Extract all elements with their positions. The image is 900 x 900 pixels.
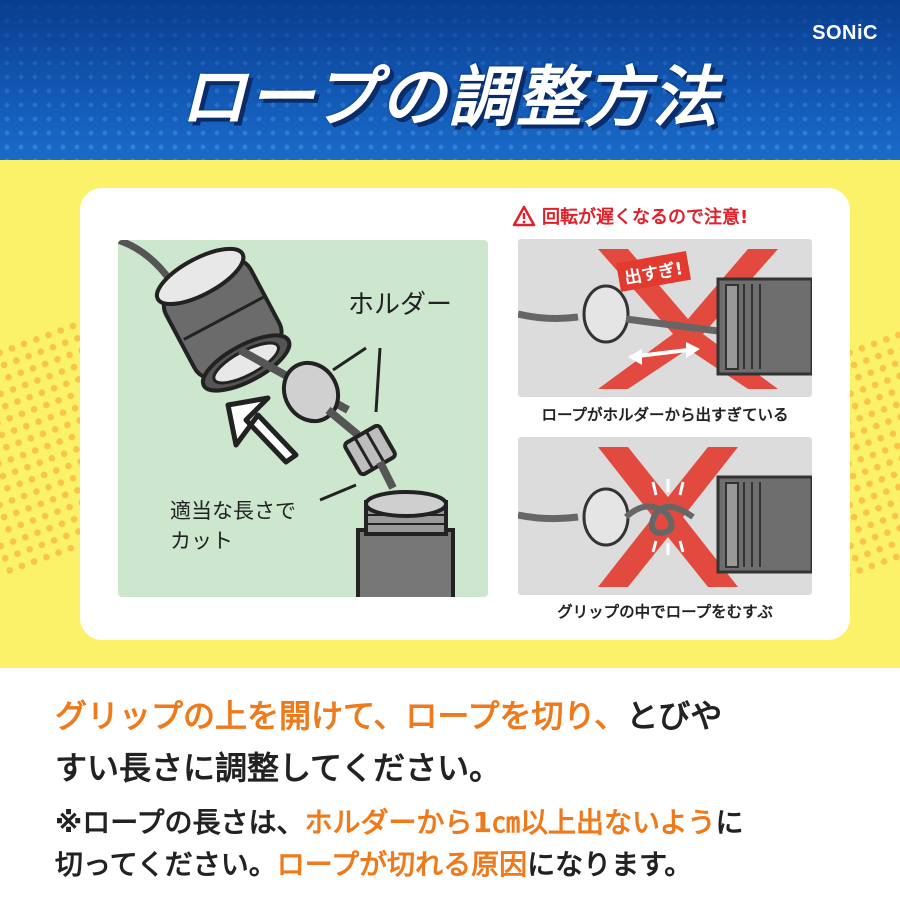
double-arrow-icon (628, 342, 700, 365)
grip-body (356, 490, 455, 597)
brand-logo: SONiC (812, 22, 878, 44)
instruction-line-1-rest: とびや (626, 697, 723, 735)
instruction-line-1: グリップの上を開けて、ロープを切り、とびや (55, 690, 855, 742)
header-banner: SONiC ロープの調整方法 (0, 0, 900, 160)
grip-cap (154, 246, 292, 393)
note-line-1-end: に (715, 806, 744, 839)
instruction-line-1-highlight: グリップの上を開けて、ロープを切り、 (55, 697, 627, 735)
note-line-1: ※ロープの長さは、ホルダーから1㎝以上出ないように (55, 802, 855, 844)
header-dot-pattern (0, 0, 900, 160)
note-line-2-highlight: ロープが切れる原因 (276, 848, 528, 881)
note-line-2-end: になります。 (527, 848, 693, 881)
grip-cut-drawing (118, 240, 455, 597)
note-line-1-highlight: ホルダーから1㎝以上出ないよう (304, 806, 716, 839)
cut-rope-illustration (118, 240, 488, 597)
up-left-arrow (225, 395, 299, 465)
instructions: グリップの上を開けて、ロープを切り、とびや すい長さに調整してください。 ※ロー… (55, 690, 855, 886)
rope-knot-drawing (518, 447, 812, 587)
warning-text: 回転が遅くなるので注意! (542, 207, 749, 228)
warning-heading: 回転が遅くなるので注意! (512, 203, 822, 229)
note-line-1-start: ※ロープの長さは、 (55, 806, 305, 839)
cut-label-line1: 適当な長さで (170, 499, 296, 523)
warning-triangle-icon (512, 205, 536, 227)
page-title: ロープの調整方法 (179, 59, 721, 136)
knot-icon (623, 479, 695, 555)
instruction-line-2: すい長さに調整してください。 (55, 742, 855, 794)
note-line-2: 切ってください。ロープが切れる原因になります。 (55, 844, 855, 886)
caption-knot-in-grip: グリップの中でロープをむすぶ (557, 603, 773, 621)
note-line-2-start: 切ってください。 (55, 848, 277, 881)
holder-label: ホルダー (348, 290, 453, 320)
bad-example-panel-1: 出すぎ! (518, 239, 812, 397)
instruction-line-2-text: すい長さに調整してください。 (55, 749, 502, 787)
cut-label: 適当な長さで カット (170, 496, 296, 556)
caption-rope-sticking-out: ロープがホルダーから出すぎている (541, 406, 789, 424)
cut-label-line2: カット (170, 529, 233, 553)
bad-example-panel-2 (518, 437, 812, 595)
